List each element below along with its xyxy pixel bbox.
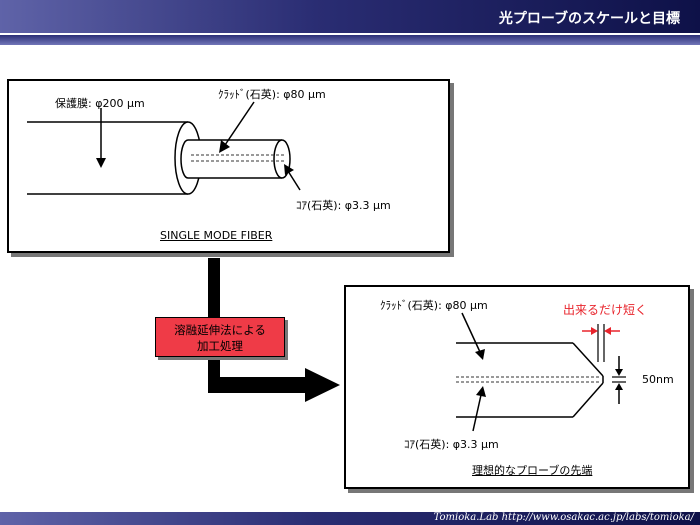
short-arrow-right-head: [604, 327, 611, 335]
core-pointer: [287, 170, 301, 191]
cladding-body: [188, 140, 282, 178]
cladding-pointer-head: [219, 140, 230, 153]
probe-cladding-label: ｸﾗｯﾄﾞ(石英): φ80 μm: [380, 299, 488, 312]
short-label: 出来るだけ短く: [563, 303, 648, 317]
short-arrow-left-head: [591, 327, 598, 335]
cladding-back-arc: [180, 139, 189, 179]
tip-arrow-up-head: [615, 383, 623, 390]
cladding-pointer: [224, 101, 255, 146]
probe-cladding-pointer-head: [475, 349, 485, 360]
process-line-2: 加工処理: [197, 339, 243, 353]
probe-caption: 理想的なプローブの先端: [472, 464, 593, 477]
process-box: 溶融延伸法による 加工処理: [155, 317, 285, 357]
core-pointer-head: [284, 164, 294, 175]
slide-title: 光プローブのスケールと目標: [498, 11, 680, 27]
core-label: ｺｱ(石英): φ3.3 μm: [296, 199, 391, 212]
coating-label: 保護膜: φ200 μm: [55, 97, 145, 110]
probe-cladding-pointer: [461, 312, 481, 353]
fiber-caption: SINGLE MODE FIBER: [160, 229, 273, 242]
coating-pointer-head: [96, 158, 106, 168]
footer-bar: Tomioka.Lab http://www.osakac.ac.jp/labs…: [0, 512, 700, 525]
probe-bottom-taper: [572, 382, 604, 418]
header-rule: [0, 35, 700, 45]
probe-top-taper: [572, 342, 604, 377]
probe-core-pointer-head: [476, 386, 486, 397]
probe-core-pointer: [472, 394, 482, 432]
probe-core-label: ｺｱ(石英): φ3.3 μm: [404, 438, 499, 451]
cladding-label: ｸﾗｯﾄﾞ(石英): φ80 μm: [218, 88, 326, 101]
process-line-1: 溶融延伸法による: [174, 323, 266, 337]
probe-box: [344, 285, 690, 489]
footer-url: Tomioka.Lab http://www.osakac.ac.jp/labs…: [433, 512, 694, 523]
process-arrow: [208, 258, 340, 402]
tip-label: 50nm: [642, 373, 674, 386]
header-bar: 光プローブのスケールと目標: [0, 0, 700, 33]
tip-arrow-down-head: [615, 369, 623, 376]
